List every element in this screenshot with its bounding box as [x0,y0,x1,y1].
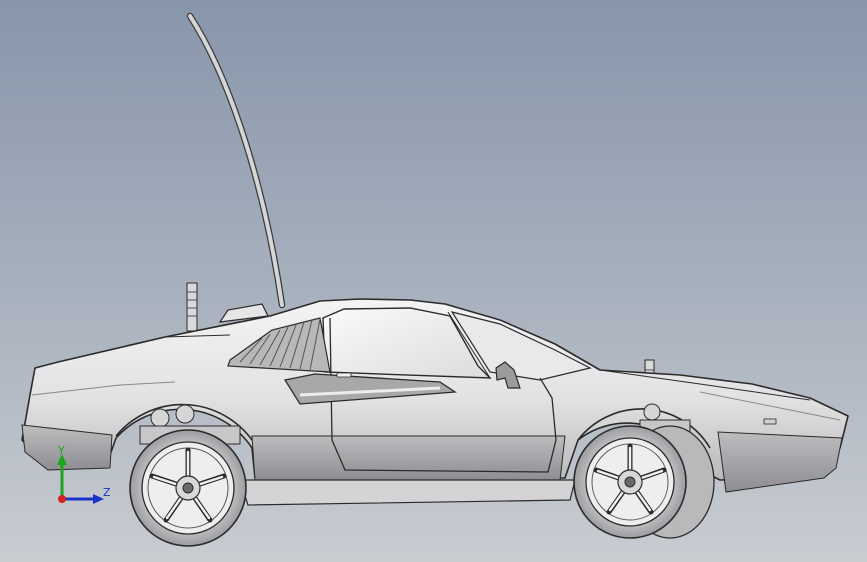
a-pillar [447,311,491,379]
door-outline[interactable] [329,317,557,473]
rear-wheel[interactable] [129,429,247,547]
front-marker-light[interactable] [763,418,777,425]
scoop-highlight [299,386,441,397]
reference-triad[interactable]: Y Z [57,444,111,504]
rear-louvres[interactable] [227,317,331,373]
triad-z-arrow-icon [93,494,104,504]
side-mirror[interactable] [495,361,521,389]
rear-deck-line [57,334,231,363]
triad-y-arrow-icon [57,454,67,465]
hood-line [599,369,811,401]
rear-crease [31,381,176,396]
side-window[interactable] [322,307,492,379]
triad-origin [58,495,66,503]
front-wheel[interactable] [573,425,687,539]
front-crease [699,391,841,421]
windshield[interactable] [450,311,592,381]
side-sill[interactable] [251,435,566,481]
door-handle[interactable] [336,372,352,378]
rear-shock-tower[interactable] [186,282,198,332]
side-intake-scoop[interactable] [283,373,457,405]
antenna[interactable] [186,12,286,309]
rear-spoiler[interactable] [218,303,269,323]
chassis-plate[interactable] [239,479,576,506]
triad-y-label: Y [57,444,65,457]
triad-z-label: Z [103,486,111,499]
front-valance[interactable] [717,431,843,493]
rear-valance[interactable] [21,424,113,471]
